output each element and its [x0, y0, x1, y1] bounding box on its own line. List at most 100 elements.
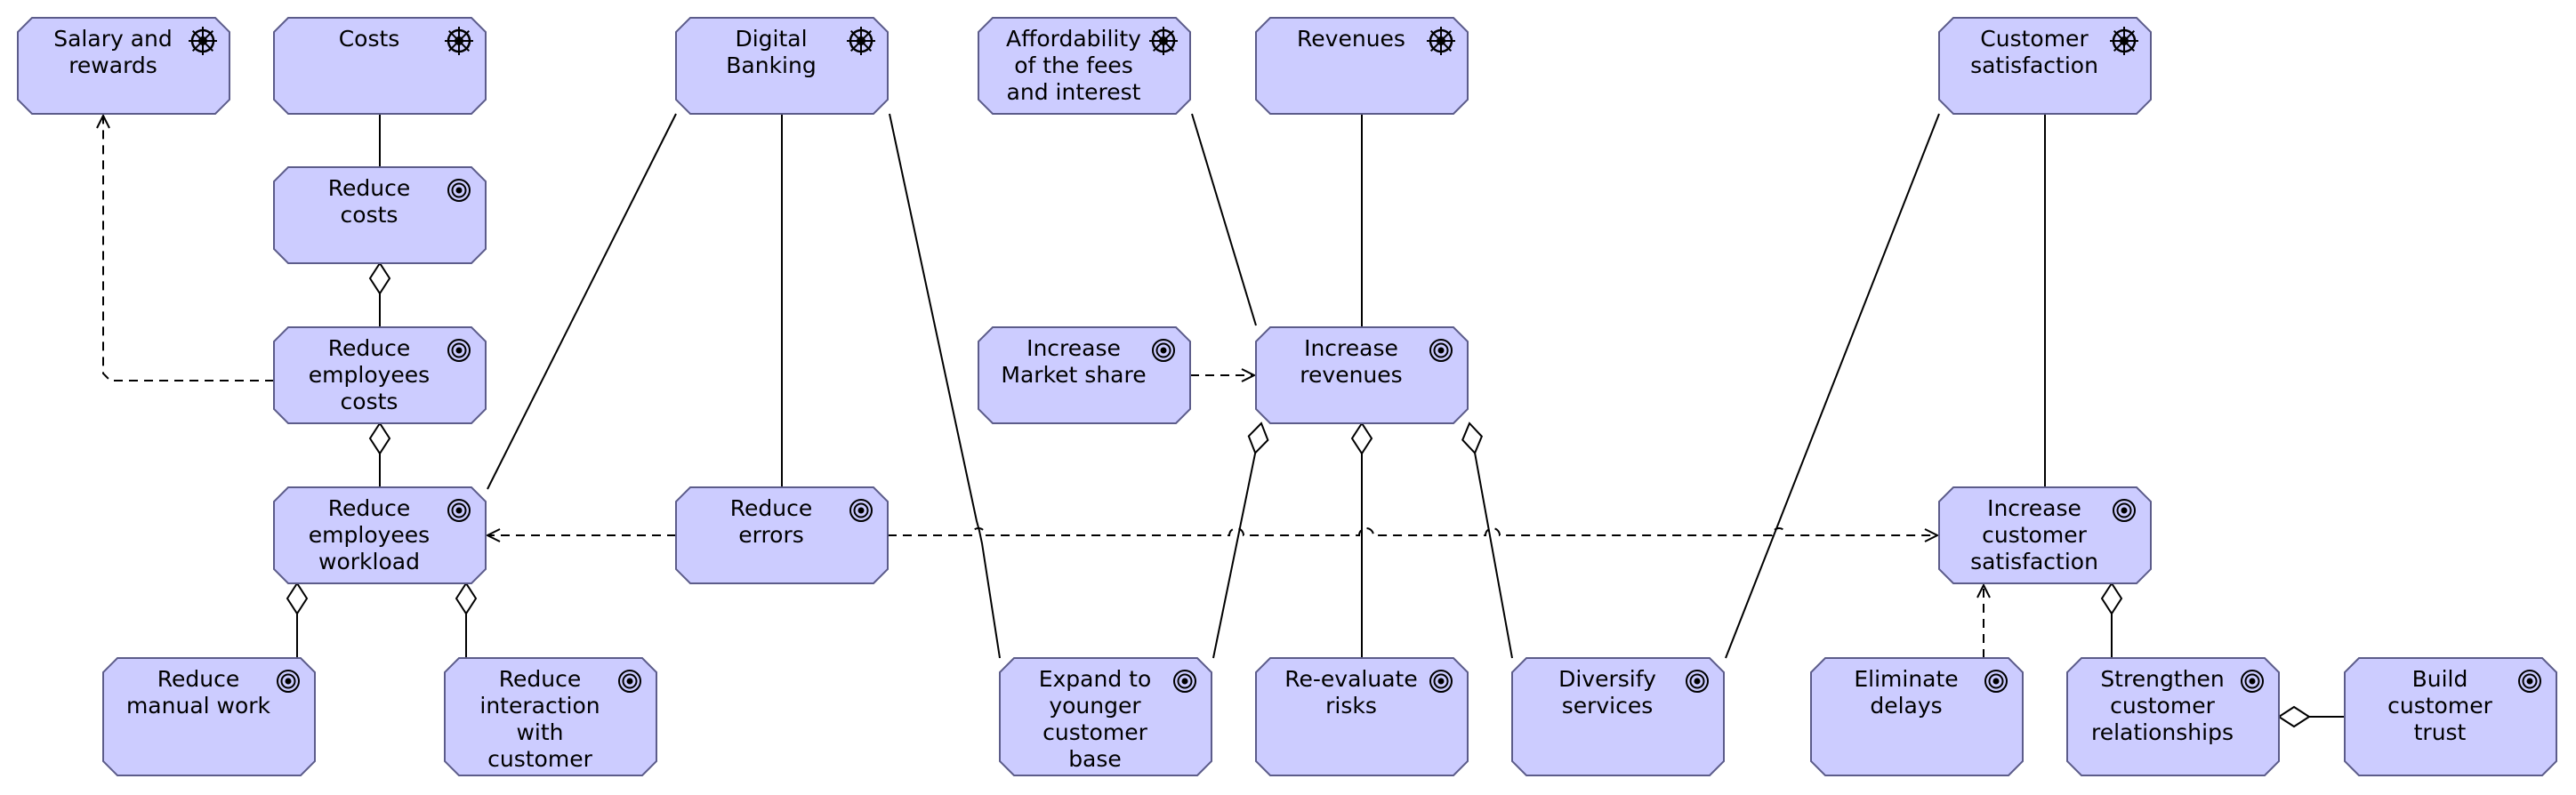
- goal-target-icon: [1429, 339, 1453, 362]
- node-revenues[interactable]: Revenues: [1255, 17, 1469, 115]
- node-label-line: interaction: [479, 693, 600, 719]
- node-label-line: Reduce: [730, 495, 812, 521]
- node-label-line: Expand to: [1039, 666, 1152, 692]
- node-label-line: Reduce: [328, 175, 410, 201]
- node-label-line: Eliminate: [1854, 666, 1958, 692]
- aggregation-diamond-icon: [2100, 582, 2123, 615]
- aggregation-diamond-icon: [1350, 422, 1373, 455]
- edge-influence-redemp-to-salary[interactable]: [102, 116, 274, 381]
- node-label-line: customer: [2387, 693, 2492, 719]
- node-label-line: customer: [487, 746, 592, 772]
- node-label-line: base: [1068, 746, 1122, 772]
- node-box: [444, 657, 657, 776]
- edge-association-custsat-to-divers[interactable]: [1725, 113, 1940, 659]
- goal-target-icon: [1152, 339, 1175, 362]
- node-label-line: errors: [738, 522, 804, 548]
- node-label-line: costs: [341, 202, 398, 228]
- node-label-line: delays: [1870, 693, 1942, 719]
- aggregation-diamond-icon: [368, 261, 391, 295]
- node-box: [1810, 657, 2024, 776]
- node-label-line: Costs: [339, 26, 400, 52]
- node-label-line: with: [516, 719, 563, 745]
- edge-association-digital-to-redwork[interactable]: [487, 113, 677, 490]
- node-label-line: Affordability: [1006, 26, 1141, 52]
- aggregation-diamond-icon: [286, 582, 309, 615]
- edge-aggregation-increv-to-divers[interactable]: [1474, 453, 1513, 659]
- aggregation-diamond-icon: [2277, 705, 2311, 728]
- node-label-line: relationships: [2091, 719, 2234, 745]
- node-label-line: customer: [1042, 719, 1147, 745]
- node-label-line: Reduce: [157, 666, 239, 692]
- node-label-line: risks: [1325, 693, 1377, 719]
- node-label-line: Increase: [1987, 495, 2081, 521]
- node-label-line: manual work: [126, 693, 271, 719]
- node-label-line: Banking: [726, 52, 816, 78]
- node-label-line: revenues: [1300, 362, 1402, 388]
- node-costs[interactable]: Costs: [273, 17, 487, 115]
- node-label-line: of the fees: [1014, 52, 1133, 78]
- node-label-line: Increase: [1304, 335, 1398, 361]
- node-box: [273, 326, 487, 424]
- node-box: [1938, 17, 2152, 115]
- driver-wheel-icon: [445, 27, 473, 55]
- node-label-line: Digital: [735, 26, 807, 52]
- edge-association-afford-to-increv[interactable]: [1191, 113, 1257, 326]
- node-label-line: employees: [309, 362, 430, 388]
- driver-wheel-icon: [847, 27, 875, 55]
- driver-wheel-icon: [1427, 27, 1455, 55]
- node-label-line: Reduce: [328, 495, 410, 521]
- goal-target-icon: [1429, 670, 1453, 693]
- node-label-line: younger: [1049, 693, 1141, 719]
- connections-layer: [96, 113, 2345, 728]
- goal-target-icon: [447, 339, 471, 362]
- node-label-line: Increase: [1026, 335, 1121, 361]
- node-label-line: customer: [2110, 693, 2215, 719]
- node-box: [102, 657, 316, 776]
- aggregation-diamond-icon: [1247, 422, 1269, 455]
- node-label-line: customer: [1982, 522, 2087, 548]
- node-box: [999, 657, 1212, 776]
- arrow-head-icon: [1924, 528, 1940, 542]
- node-box: [1255, 657, 1469, 776]
- edge-association-digital-to-expand[interactable]: [889, 113, 1001, 659]
- node-box: [1255, 17, 1469, 115]
- node-label-line: and interest: [1007, 79, 1141, 105]
- node-label-line: costs: [341, 389, 398, 414]
- node-box: [273, 17, 487, 115]
- goal-target-icon: [2241, 670, 2264, 693]
- node-label-line: rewards: [68, 52, 157, 78]
- goal-target-icon: [2518, 670, 2541, 693]
- node-box: [675, 17, 889, 115]
- goal-target-icon: [1173, 670, 1196, 693]
- goal-target-icon: [447, 499, 471, 522]
- driver-wheel-icon: [1149, 27, 1178, 55]
- node-label-line: workload: [318, 549, 420, 574]
- edge-aggregation-increv-to-expand[interactable]: [1212, 453, 1257, 659]
- goal-target-icon: [1686, 670, 1709, 693]
- edge-influence-rederr-to-inccust[interactable]: [888, 527, 1937, 536]
- node-label-line: Build: [2412, 666, 2468, 692]
- node-box: [675, 486, 889, 584]
- node-label-line: satisfaction: [1970, 52, 2098, 78]
- goal-target-icon: [849, 499, 873, 522]
